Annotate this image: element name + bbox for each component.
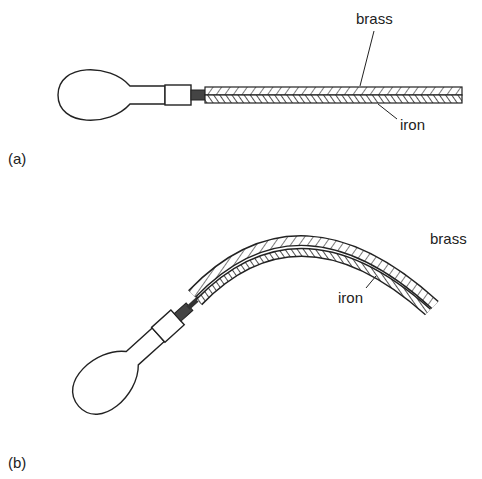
figure-label: (a) <box>8 150 26 168</box>
leader-line <box>360 31 374 86</box>
part-name: iron <box>338 289 363 307</box>
leader-line <box>378 104 397 119</box>
part-name: brass <box>356 10 393 28</box>
leader-line <box>366 276 376 288</box>
part-name: brass <box>430 230 467 248</box>
handle <box>58 70 207 121</box>
iron-outline <box>199 252 428 312</box>
iron-layer <box>205 95 462 103</box>
brass-layer <box>205 87 462 95</box>
part-name: iron <box>400 116 425 134</box>
handle <box>62 288 207 425</box>
iron-layer <box>199 252 428 312</box>
figure-label: (b) <box>8 454 26 472</box>
